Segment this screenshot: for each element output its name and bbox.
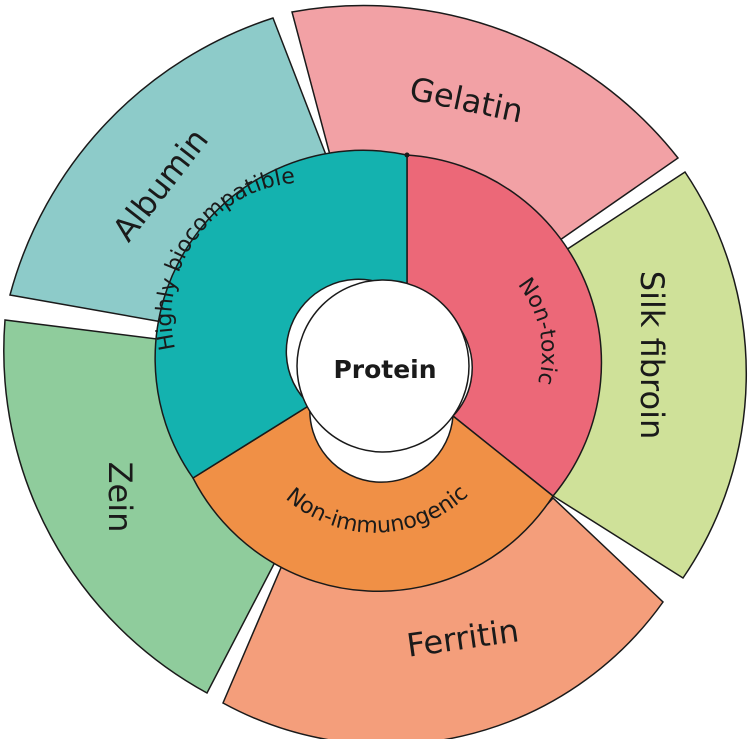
label-zein: Zein	[101, 462, 139, 533]
inner-ring	[154, 149, 603, 592]
segment-non-immunogenic[interactable]	[192, 403, 554, 592]
center-label: Protein	[333, 355, 436, 384]
label-silk-fibroin: Silk fibroin	[633, 271, 671, 439]
outer-ring	[3, 4, 748, 739]
segment-highly-biocompatible[interactable]	[154, 149, 408, 480]
top-junction-dot	[404, 152, 410, 158]
center-circle	[296, 279, 470, 453]
